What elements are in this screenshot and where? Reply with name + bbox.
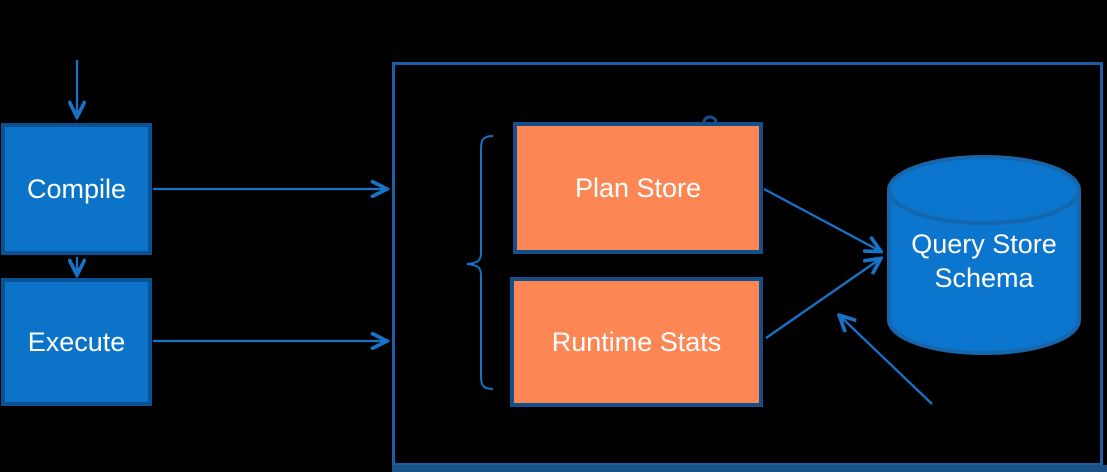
node-plan-store-label: Plan Store xyxy=(574,172,702,203)
node-runtime-stats: Runtime Stats xyxy=(510,277,763,407)
node-plan-store: Plan Store xyxy=(513,122,763,254)
node-query-store-schema-label: Query Store Schema xyxy=(911,229,1057,293)
bottom-bar xyxy=(392,465,1107,472)
node-execute: Execute xyxy=(1,278,152,406)
node-execute-label: Execute xyxy=(27,326,126,357)
query-store-container-box xyxy=(392,62,1103,466)
node-runtime-stats-label: Runtime Stats xyxy=(551,326,722,357)
node-compile-label: Compile xyxy=(26,173,127,204)
node-compile: Compile xyxy=(1,123,152,255)
